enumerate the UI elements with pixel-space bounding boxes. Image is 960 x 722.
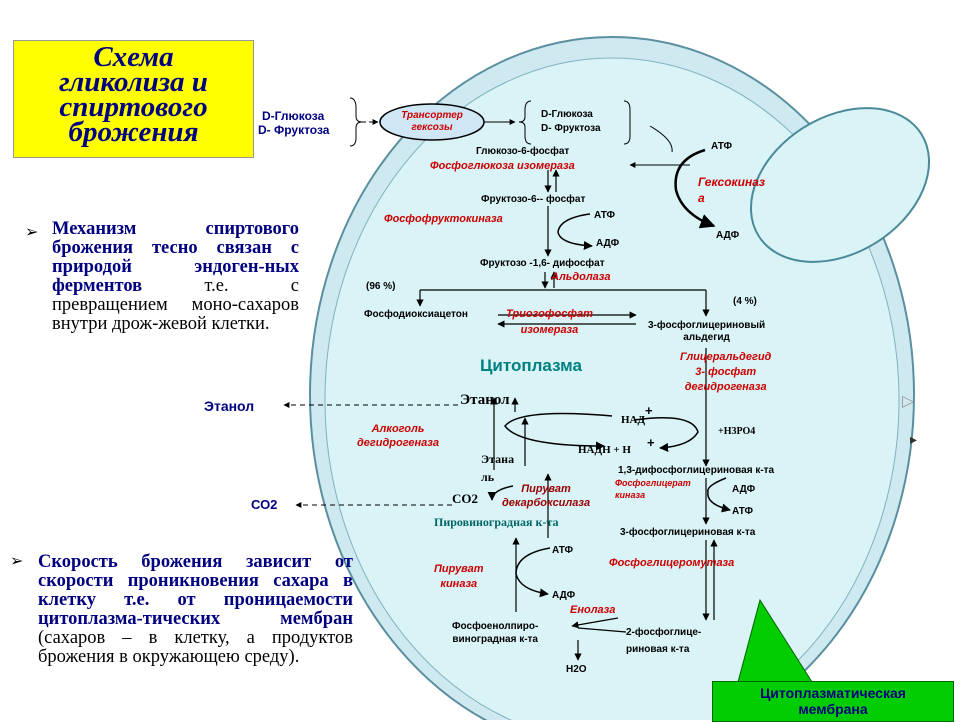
atp-hexokinase: АТФ [711,141,732,152]
paragraph-rate-rest: (сахаров – в клетку, а продуктов брожени… [38,628,353,667]
enzyme-phosphoglucose-isomerase: Фосфоглюкоза изомераза [430,160,575,172]
membrane-label: Цитоплазматическая мембрана [760,685,906,717]
nadh-plus: + [647,435,655,450]
paragraph-mechanism: Механизм спиртового брожения тесно связа… [52,220,299,334]
water: Н2О [566,664,587,675]
nad: НАД [621,414,646,426]
phosphoric-acid: +Н3РО4 [718,426,756,437]
outer-d-glucose: D-Глюкоза [262,109,325,123]
pga-3: 3-фосфоглицериновая к-та [620,527,756,538]
cytoplasm-label: Цитоплазма [480,356,582,375]
enzyme-gapdh: Глицеральдегид 3- фосфат дегидрогеназа [680,351,772,393]
paragraph-rate: Скорость брожения зависит от скорости пр… [38,553,353,667]
bpg-1-3: 1,3-дифосфоглицериновая к-та [618,465,775,476]
cell-bud [749,107,931,263]
enzyme-phosphoglyceromutase: Фосфоглицеромутаза [609,557,735,569]
enzyme-hexokinase: Гексокиназ а [698,175,765,205]
pyruvic-acid: Пировиноградная к-та [434,515,559,529]
end-slide-icon[interactable]: ▸ [910,432,918,448]
membrane-label-box: Цитоплазматическая мембрана [712,681,954,722]
enzyme-triosephosphate-isomerase: Триозофосфат изомераза [506,308,593,336]
paragraph-mechanism-highlight: Механизм спиртового брожения тесно связа… [52,219,299,296]
outer-d-fructose: D- Фруктоза [258,123,330,137]
paragraph-mechanism-rest: т.е. с превращением моно-сахаров внутри … [52,276,299,334]
outer-co2: СО2 [251,497,278,512]
fructose-1-6-diphosphate: Фруктозо -1,6- дифосфат [480,258,605,269]
inner-co2: СО2 [452,491,478,506]
inner-brace-right [623,100,631,145]
enzyme-enolase: Енолаза [570,604,616,616]
atp-pfk: АТФ [594,210,615,221]
paragraph-rate-highlight: Скорость брожения зависит от скорости пр… [38,552,353,629]
title-box: Схема гликолиза и спиртового брожения [13,40,254,158]
enzyme-alcohol-dehydrogenase: Алкоголь дегидрогеназа [357,423,439,449]
enzyme-phosphoglycerate-kinase: Фосфоглицерат киназа [615,478,691,500]
adp-pgk: АДФ [732,484,756,495]
transporter-label: Трансортер гексозы [401,110,463,133]
pga-2: 2-фосфоглице- риновая к-та [626,627,702,655]
ethanal: Этана ль [481,452,515,484]
inner-d-fructose: D- Фруктоза [541,123,601,134]
fructose-6-phosphate: Фруктозо-6-- фосфат [481,194,586,205]
glucose-6-phosphate: Глюкозо-6-фосфат [476,146,570,157]
phosphoenolpyruvate: Фосфоенолпиро- виноградная к-та [452,621,539,645]
adp-pfk: АДФ [596,238,620,249]
dihydroxyacetone-phosphate: Фосфодиоксиацетон [364,309,468,320]
adp-pk: АДФ [552,590,576,601]
outer-brace [349,97,363,147]
percent-96: (96 %) [366,281,396,292]
percent-4: (4 %) [733,296,757,307]
enzyme-phosphofructokinase: Фосфофруктокиназа [384,213,503,225]
page-title: Схема гликолиза и спиртового брожения [59,41,208,148]
bullet-arrow-icon: ➢ [25,222,39,241]
bullet-arrow-icon: ➢ [10,551,24,570]
inner-brace [518,100,532,145]
adp-hexokinase: АДФ [716,230,740,241]
atp-pk: АТФ [552,545,573,556]
next-slide-icon[interactable]: ▷ [902,391,915,410]
outer-ethanol: Этанол [204,398,255,414]
enzyme-aldolase: Альдолаза [551,271,611,283]
inner-d-glucose: D-Глюкоза [541,109,593,120]
nadh: НАДН + Н [578,444,631,456]
glyceraldehyde-3-phosphate: 3-фосфоглицериновый альдегид [648,320,766,343]
enzyme-pyruvate-decarboxylase: Пируват декарбоксилаза [502,483,591,509]
atp-pgk: АТФ [732,506,753,517]
enzyme-pyruvate-kinase: Пируват киназа [434,563,484,590]
nad-plus: + [645,403,653,418]
inner-ethanol: Этанол [460,392,510,408]
